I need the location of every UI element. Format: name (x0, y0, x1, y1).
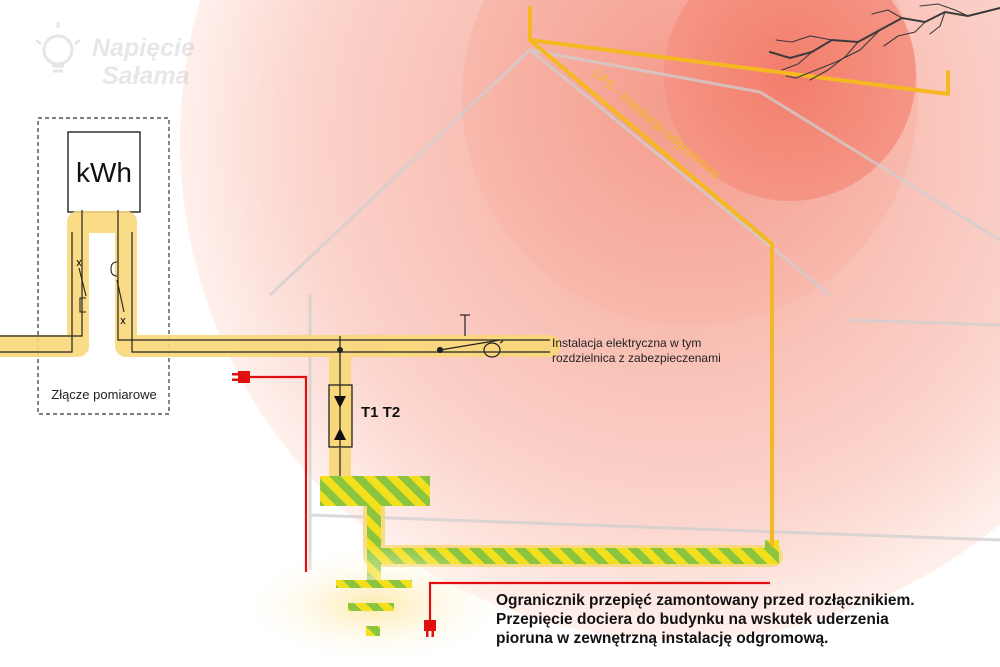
metering-connection: kWh Złącze pomiarowe (37, 117, 170, 415)
watermark-line1: Napięcie (92, 34, 195, 62)
house-outline (268, 48, 1000, 570)
surge-path (248, 375, 770, 625)
watermark: Napięcie Sałama (35, 22, 195, 90)
metering-caption: Złącze pomiarowe (51, 387, 157, 402)
lps-conductor (528, 6, 950, 547)
metering-enclosure (37, 117, 170, 415)
description: Ogranicznik przepięć zamontowany przed r… (496, 592, 915, 647)
lps-earth-joint (765, 540, 779, 564)
kwh-meter (67, 131, 141, 213)
watermark-line2: Sałama (102, 62, 190, 90)
conductors (0, 210, 550, 492)
surge-ground-plug (424, 620, 436, 637)
switch-icon (436, 314, 504, 358)
surge-arrester-icon (328, 384, 353, 448)
description-line1: Ogranicznik przepięć zamontowany przed r… (496, 592, 915, 609)
surge-entry-plug (232, 371, 250, 383)
lightning-bolt-icon (769, 3, 1000, 81)
equipotential-busbar (320, 476, 430, 506)
ground-symbol-icon (336, 580, 412, 636)
installation-label-line2: rozdzielnica z zabezpieczenami (552, 351, 721, 365)
description-line2: Przepięcie dociera do budynku na wskutek… (496, 611, 889, 628)
installation-label-line1: Instalacja elektryczna w tym (552, 336, 701, 350)
earthing-conductor-horizontal (381, 548, 779, 564)
fuse-icon (76, 259, 126, 325)
junction-dot (337, 347, 343, 353)
kwh-label: kWh (76, 157, 132, 188)
earthing-system (235, 476, 779, 667)
spd-label: T1 T2 (361, 404, 400, 421)
bulb-icon (35, 22, 81, 73)
description-line3: pioruna w zewnętrzną instalację odgromow… (496, 630, 828, 647)
